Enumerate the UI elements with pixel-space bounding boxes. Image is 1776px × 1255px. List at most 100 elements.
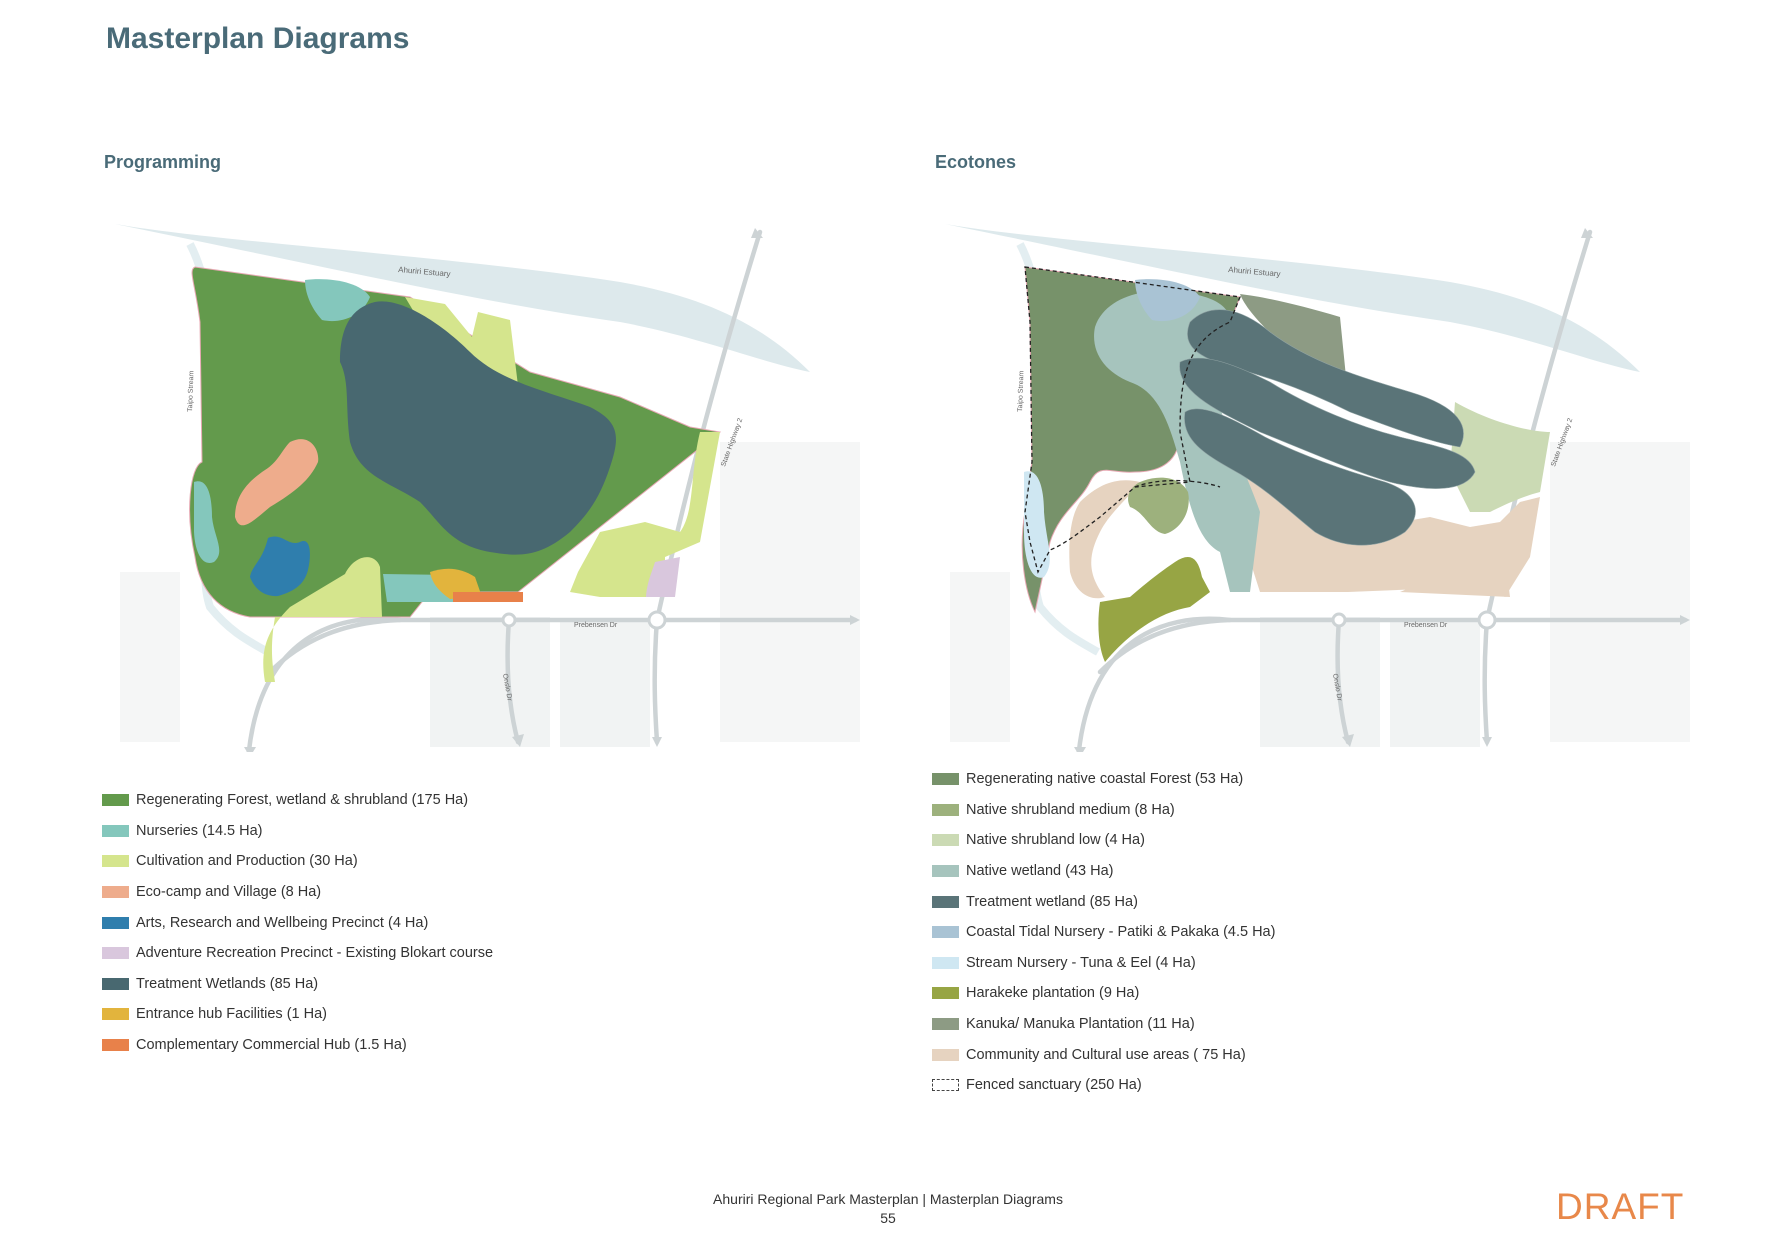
- legend-label: Entrance hub Facilities (1 Ha): [136, 1006, 327, 1023]
- legend-label: Nurseries (14.5 Ha): [136, 822, 263, 839]
- community-cultural-zone: [1069, 467, 1540, 599]
- legend-label: Stream Nursery - Tuna & Eel (4 Ha): [966, 954, 1196, 971]
- footer-title: Ahuriri Regional Park Masterplan | Maste…: [713, 1191, 1063, 1207]
- legend-label: Fenced sanctuary (250 Ha): [966, 1077, 1142, 1094]
- coastal-tidal-nursery-zone: [1135, 279, 1200, 322]
- entrance-hub-zone: [430, 568, 482, 599]
- legend-label: Coastal Tidal Nursery - Patiki & Pakaka …: [966, 924, 1276, 941]
- sanctuary-inner-line: [1134, 479, 1221, 488]
- adventure-precinct-zone: [646, 557, 680, 597]
- legend-item: Entrance hub Facilities (1 Ha): [102, 999, 493, 1030]
- legend-label: Cultivation and Production (30 Ha): [136, 853, 358, 870]
- legend-label: Adventure Recreation Precinct - Existing…: [136, 945, 494, 962]
- legend-label: Community and Cultural use areas ( 75 Ha…: [966, 1046, 1246, 1063]
- legend-swatch: [102, 1008, 129, 1021]
- treatment-wetland-zone: [1179, 309, 1476, 546]
- legend-item: Treatment Wetlands (85 Ha): [102, 969, 493, 1000]
- urban-context: [120, 442, 860, 747]
- legend-item: Stream Nursery - Tuna & Eel (4 Ha): [932, 948, 1275, 979]
- commercial-hub-zone: [453, 592, 523, 602]
- eco-camp-zone: [235, 439, 319, 526]
- legend-swatch: [932, 803, 959, 816]
- stream-label: Taipo Stream: [1017, 370, 1025, 412]
- legend-swatch: [932, 773, 959, 786]
- legend-swatch: [102, 1039, 129, 1052]
- legend-swatch: [932, 834, 959, 847]
- draft-stamp: DRAFT: [1556, 1186, 1685, 1227]
- legend-swatch: [932, 1048, 959, 1061]
- page-number: 55: [880, 1210, 896, 1226]
- legend-swatch: [102, 886, 129, 899]
- legend-item: Regenerating Forest, wetland & shrubland…: [102, 785, 493, 816]
- treatment-wetland-zone: [340, 301, 616, 555]
- cultivation-zone-east: [570, 432, 720, 597]
- legend-item: Harakeke plantation (9 Ha): [932, 978, 1275, 1009]
- harakeke-plantation-zone: [1098, 557, 1210, 662]
- legend-label: Eco-camp and Village (8 Ha): [136, 884, 322, 901]
- nursery-west: [194, 481, 220, 563]
- estuary-water: [945, 224, 1640, 372]
- legend-swatch: [932, 865, 959, 878]
- legend-item: Cultivation and Production (30 Ha): [102, 846, 493, 877]
- nursery-north: [305, 279, 370, 322]
- native-shrubland-low-zone: [1450, 402, 1550, 512]
- ecotones-legend: Regenerating native coastal Forest (53 H…: [932, 764, 1275, 1101]
- legend-label: Kanuka/ Manuka Plantation (11 Ha): [966, 1016, 1195, 1033]
- legend-swatch: [102, 916, 129, 929]
- road-label: Prebensen Dr: [1404, 622, 1448, 629]
- legend-label: Native wetland (43 Ha): [966, 863, 1114, 880]
- legend-item: Coastal Tidal Nursery - Patiki & Pakaka …: [932, 917, 1275, 948]
- legend-item: Treatment wetland (85 Ha): [932, 886, 1275, 917]
- legend-swatch: [932, 1079, 959, 1092]
- programming-title: Programming: [104, 152, 222, 172]
- legend-item: Nurseries (14.5 Ha): [102, 816, 493, 847]
- legend-swatch: [932, 1018, 959, 1031]
- native-shrubland-medium-zone: [1128, 477, 1189, 534]
- legend-swatch: [932, 926, 959, 939]
- legend-label: Harakeke plantation (9 Ha): [966, 985, 1140, 1002]
- stream-label: Taipo Stream: [187, 370, 195, 412]
- legend-swatch: [932, 987, 959, 1000]
- legend-label: Complementary Commercial Hub (1.5 Ha): [136, 1037, 407, 1054]
- legend-label: Regenerating native coastal Forest (53 H…: [966, 771, 1244, 788]
- legend-label: Treatment wetland (85 Ha): [966, 893, 1138, 910]
- cultivation-zone-south: [263, 557, 382, 682]
- legend-swatch: [102, 977, 129, 990]
- legend-label: Arts, Research and Wellbeing Precinct (4…: [136, 914, 429, 931]
- legend-swatch: [102, 824, 129, 837]
- legend-label: Native shrubland medium (8 Ha): [966, 801, 1175, 818]
- legend-item: Native shrubland medium (8 Ha): [932, 795, 1275, 826]
- legend-swatch: [102, 794, 129, 807]
- legend-label: Native shrubland low (4 Ha): [966, 832, 1145, 849]
- legend-swatch: [932, 956, 959, 969]
- legend-label: Regenerating Forest, wetland & shrubland…: [136, 792, 469, 809]
- programming-map: Ahuriri Estuary Taipo Stream State Highw…: [115, 224, 860, 752]
- legend-label: Treatment Wetlands (85 Ha): [136, 975, 319, 992]
- legend-item: Community and Cultural use areas ( 75 Ha…: [932, 1039, 1275, 1070]
- ecotones-map: Ahuriri Estuary Taipo Stream State Highw…: [945, 224, 1690, 752]
- estuary-water: [115, 224, 810, 372]
- legend-item: Fenced sanctuary (250 Ha): [932, 1070, 1275, 1101]
- onslow-label: Onslo Dr: [501, 673, 513, 702]
- legend-swatch: [932, 895, 959, 908]
- stream-nursery-zone: [1024, 471, 1050, 578]
- ecotones-title: Ecotones: [935, 152, 1017, 172]
- legend-item: Native shrubland low (4 Ha): [932, 825, 1275, 856]
- legend-swatch: [102, 855, 129, 868]
- legend-swatch: [102, 947, 129, 960]
- road-label: Prebensen Dr: [574, 622, 618, 629]
- page-title: Masterplan Diagrams: [106, 22, 410, 55]
- urban-context: [950, 442, 1690, 747]
- arts-precinct-zone: [250, 536, 310, 597]
- legend-item: Adventure Recreation Precinct - Existing…: [102, 938, 493, 969]
- legend-item: Kanuka/ Manuka Plantation (11 Ha): [932, 1009, 1275, 1040]
- legend-item: Eco-camp and Village (8 Ha): [102, 877, 493, 908]
- legend-item: Arts, Research and Wellbeing Precinct (4…: [102, 907, 493, 938]
- legend-item: Native wetland (43 Ha): [932, 856, 1275, 887]
- programming-legend: Regenerating Forest, wetland & shrubland…: [102, 785, 493, 1060]
- legend-item: Regenerating native coastal Forest (53 H…: [932, 764, 1275, 795]
- onslow-label: Onslo Dr: [1331, 673, 1343, 702]
- fenced-sanctuary-boundary: [1024, 266, 1241, 574]
- native-wetland-zone: [1094, 290, 1260, 592]
- legend-item: Complementary Commercial Hub (1.5 Ha): [102, 1030, 493, 1061]
